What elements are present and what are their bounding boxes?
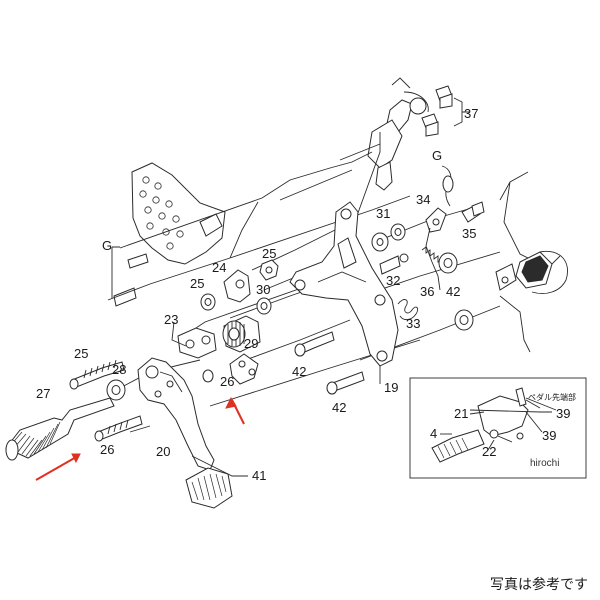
label-42-middle: 42 [292,364,306,379]
bolt-32 [379,253,409,275]
label-36: 36 [420,284,434,299]
label-26-left: 26 [100,442,114,457]
label-19: 19 [384,380,398,395]
mounting-plate [113,162,226,307]
arrow-right-head-icon [225,396,237,409]
label-4: 4 [430,426,437,441]
bolts-37 [421,85,470,137]
label-39-top: 39 [556,406,570,421]
label-39-bottom: 39 [542,428,556,443]
toe-peg-41 [185,467,233,509]
collars-42 [438,252,474,331]
nut-25 [259,259,279,281]
label-26-middle: 26 [220,374,234,389]
label-25-top: 25 [262,246,276,261]
leader-41 [191,455,248,477]
bolt-42-middle [294,331,335,357]
hardware-31 [371,223,406,252]
g-bracket-left [111,246,120,298]
arrow-left-head-icon [71,453,81,464]
pivot-24 [223,269,251,303]
label-42-lower: 42 [332,400,346,415]
label-34: 34 [416,192,430,207]
label-37: 37 [464,106,478,121]
washer-30 [256,297,272,315]
part-labels: 37 G G 34 31 35 24 25 25 32 30 36 42 23 … [36,106,576,483]
arrow-left-icon [35,455,79,481]
red-arrows [35,396,245,481]
watermark: hirochi [530,458,559,469]
label-21: 21 [454,406,468,421]
label-35: 35 [462,226,476,241]
bolt-35 [461,201,485,223]
label-29: 29 [244,336,258,351]
bearing-29 [222,315,261,353]
label-25-left: 25 [74,346,88,361]
label-42-right: 42 [446,284,460,299]
footpeg-27 [5,397,115,461]
link-26 [202,353,259,385]
label-20: 20 [156,444,170,459]
label-33: 33 [406,316,420,331]
master-cylinder-assembly [367,77,429,191]
link-23 [171,321,217,359]
inset-detail [409,377,587,479]
label-30: 30 [256,282,270,297]
washer-28 [106,379,126,401]
label-27: 27 [36,386,50,401]
spring-33 [397,299,419,321]
label-24: 24 [212,260,226,275]
label-28: 28 [112,362,126,377]
shift-pedal-20 [137,357,215,471]
frame-fragment [495,171,568,353]
bolt-42-lower [326,371,365,395]
washer-25 [200,293,216,311]
bolt-25-left [69,359,125,390]
label-25-mid: 25 [190,276,204,291]
label-g-left: G [102,238,112,253]
main-bracket [289,201,399,367]
caption-reference-photo: 写真は参考です [490,577,588,593]
guide-lines [107,132,501,433]
spring-36 [421,246,443,263]
label-22: 22 [482,444,496,459]
label-41: 41 [252,468,266,483]
label-31: 31 [376,206,390,221]
label-g-top: G [432,148,442,163]
leader-lines [379,366,557,451]
switch-34 [425,165,454,291]
inset-note: ペダル先端部 [528,392,576,402]
label-23: 23 [164,312,178,327]
label-32: 32 [386,273,400,288]
bolt-26-left [94,415,143,442]
